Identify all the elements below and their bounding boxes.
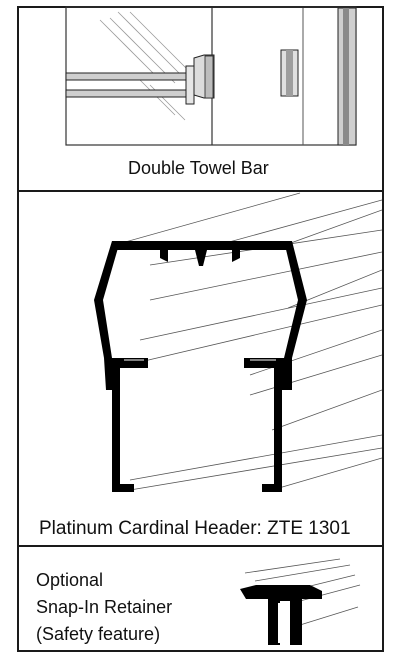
retainer-caption-line-2: Snap-In Retainer [36,597,173,617]
panel-divider-2 [17,545,384,547]
retainer-caption-line-1: Optional [36,570,104,590]
retainer-illustration [240,558,361,645]
header-profile-illustration [94,192,383,492]
panel-divider-1 [17,190,384,192]
retainer-caption-line-3: (Safety feature) [36,624,161,644]
towel-bar-caption: Double Towel Bar [128,158,269,178]
towel-bar-illustration [65,6,357,146]
header-caption: Platinum Cardinal Header: ZTE 1301 [39,518,351,539]
